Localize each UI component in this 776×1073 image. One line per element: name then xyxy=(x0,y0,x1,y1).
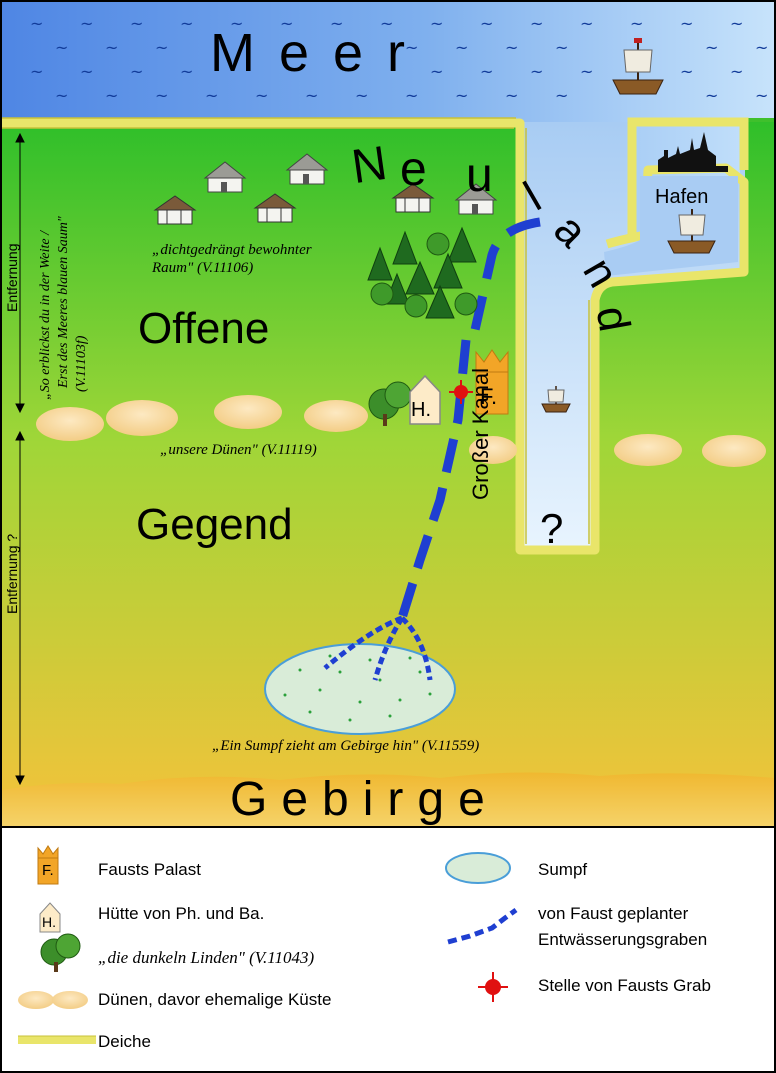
legend-ditch-line2: Entwässerungsgraben xyxy=(538,930,708,949)
legend-swamp: Sumpf xyxy=(538,860,588,879)
legend-dikes: Deiche xyxy=(98,1032,151,1051)
open-label: Offene xyxy=(138,304,270,353)
new-land-letter-3: u xyxy=(466,149,493,202)
city-skyline xyxy=(658,132,728,172)
region-label: Gegend xyxy=(136,500,293,549)
palace-marker-label: F. xyxy=(480,384,498,409)
legend-icons xyxy=(18,845,518,1044)
palace-shape xyxy=(475,349,509,415)
dike-coast xyxy=(2,118,749,555)
legend-palace: Fausts Palast xyxy=(98,860,201,879)
grave-marker xyxy=(449,380,473,404)
legend-palace-marker: F. xyxy=(42,862,54,879)
legend-grave: Stelle von Fausts Grab xyxy=(538,976,711,995)
ship-sea xyxy=(612,38,664,95)
legend-hut: Hütte von Ph. und Ba. xyxy=(98,904,265,923)
legend-ditch-line1: von Faust geplanter xyxy=(538,904,689,923)
hut-shape xyxy=(409,374,441,425)
quote-distance-line1: „So erblickst du in der Weite / xyxy=(38,230,53,400)
ship-harbour xyxy=(667,209,716,254)
harbour-label: Hafen xyxy=(655,186,709,208)
dike-right xyxy=(627,117,749,240)
hut-marker-label: H. xyxy=(411,399,431,421)
distance-arrows xyxy=(15,132,25,786)
mountains-band xyxy=(2,772,774,827)
canal-unknown-mark: ? xyxy=(540,505,564,552)
quote-dense-line2: Raum" (V.11106) xyxy=(152,260,254,276)
canal-water xyxy=(522,122,745,548)
quote-distance-line2: Erst des Meeres blauen Saum" xyxy=(56,216,71,388)
ship-canal xyxy=(541,386,571,413)
land-area xyxy=(2,122,774,827)
legend-dunes: Dünen, davor ehemalige Küste xyxy=(98,990,332,1009)
dike-coast-top xyxy=(2,117,590,544)
quote-dense-line1: „dichtgedrängt bewohnter xyxy=(152,242,312,258)
sea-label: Meer xyxy=(210,23,430,83)
mountains-label: Gebirge xyxy=(230,773,499,826)
quote-dunes: „unsere Dünen" (V.11119) xyxy=(160,442,317,458)
dunes xyxy=(36,395,766,467)
distance-unknown-label: Entfernung ? xyxy=(4,533,20,614)
legend-linden: „die dunkeln Linden" (V.11043) xyxy=(98,948,315,967)
houses xyxy=(153,153,498,225)
forest xyxy=(367,226,478,319)
legend-hut-marker: H. xyxy=(42,914,56,930)
new-land-letter-2: e xyxy=(400,143,427,196)
distance-label: Entfernung xyxy=(4,243,20,313)
quote-swamp: „Ein Sumpf zieht am Gebirge hin" (V.1155… xyxy=(212,738,480,754)
new-land-letter-1: N xyxy=(348,136,391,195)
quote-distance-line3: (V.11103f) xyxy=(74,335,89,392)
